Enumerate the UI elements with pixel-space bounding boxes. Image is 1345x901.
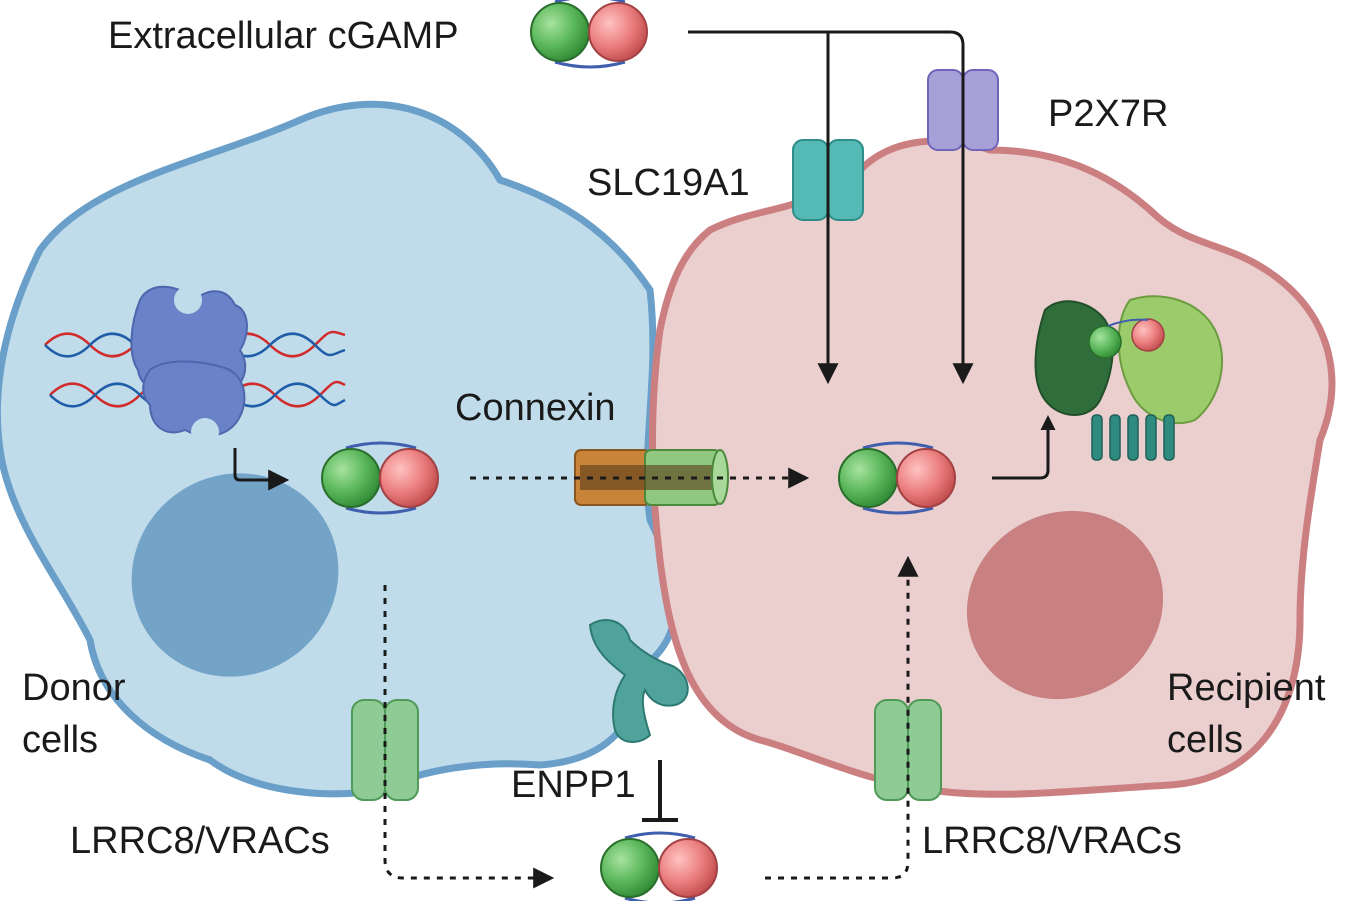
vrac-export-arrow [383, 585, 555, 889]
p2x7r-label: P2X7R [1048, 93, 1168, 135]
enpp1-enzyme-icon [588, 619, 689, 743]
slc19a1-transporter-icon [792, 139, 864, 221]
p2x7r-import-arrow [828, 30, 974, 385]
sting-activation-arrow [992, 415, 1056, 480]
donor-label-line1: Donor [22, 667, 126, 709]
sting-complex-icon [1034, 295, 1223, 461]
recipient-label-line1: Recipient [1167, 667, 1326, 709]
donor-nucleus [131, 473, 339, 677]
production-arrow [233, 448, 290, 491]
donor-label-line2: cells [22, 719, 98, 761]
lrrc8-vrac-channel-left-icon [351, 699, 419, 801]
cgas-enzyme-icon [130, 285, 248, 446]
cgamp-extracellular [529, 0, 649, 69]
recipient-label-line2: cells [1167, 719, 1243, 761]
connexin-label: Connexin [455, 387, 616, 429]
p2x7r-receptor-icon [927, 69, 999, 151]
slc19a1-label: SLC19A1 [587, 162, 750, 204]
lrrc8-vrac-channel-right-icon [874, 699, 942, 801]
lrrc8-left-label: LRRC8/VRACs [70, 820, 330, 862]
cgamp-extracellular-bottom [599, 831, 719, 901]
lrrc8-right-label: LRRC8/VRACs [922, 820, 1182, 862]
enpp1-inhibition-icon [642, 760, 678, 822]
recipient-nucleus [966, 510, 1164, 700]
extracellular-cgamp-label: Extracellular cGAMP [108, 15, 459, 57]
enpp1-label: ENPP1 [511, 764, 636, 806]
